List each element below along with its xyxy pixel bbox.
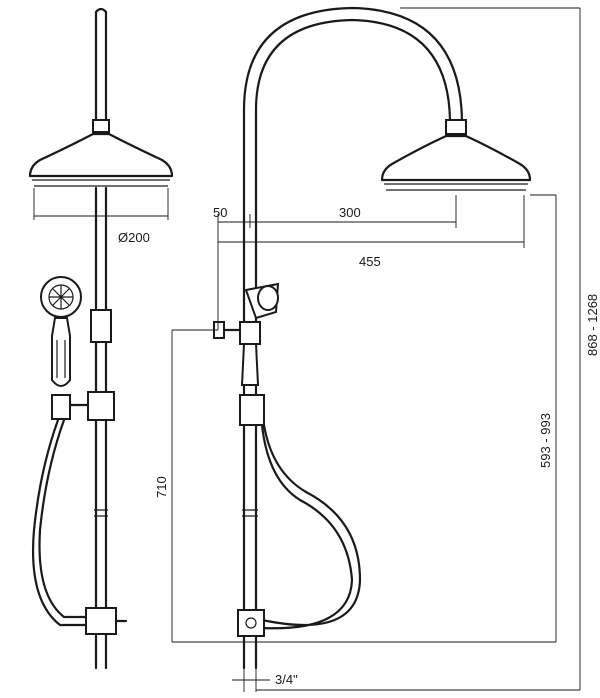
dim-inlet-line	[232, 668, 270, 692]
front-view: Ø200	[28, 7, 174, 670]
side-gooseneck-outer	[242, 6, 464, 327]
dim-455-line	[218, 195, 525, 248]
label-inlet: 3/4"	[275, 672, 298, 687]
side-bottom-connector-nut	[245, 617, 257, 629]
side-shower-head-rim	[384, 183, 528, 191]
side-slide-bracket	[239, 321, 261, 345]
front-hose	[31, 418, 90, 627]
front-handle-grooves	[56, 340, 66, 378]
dim-593-993-line	[530, 194, 557, 642]
front-inlet-pipe	[94, 632, 108, 670]
front-diameter-dim-lines	[33, 188, 169, 220]
label-50: 50	[213, 205, 227, 220]
front-collar	[92, 119, 110, 133]
side-mixer-block	[239, 394, 265, 426]
side-shower-head	[380, 134, 532, 182]
dimension-labels: 50 300 455 710 593 - 993 868 - 1268 3/4"	[154, 205, 600, 687]
front-shower-head-rim	[32, 179, 170, 187]
side-view	[213, 6, 532, 670]
side-head-collar	[445, 119, 467, 135]
dim-710-line	[171, 329, 556, 643]
front-joint-marks	[94, 509, 108, 517]
front-mixer-block	[87, 391, 115, 421]
side-hose	[260, 423, 362, 630]
side-bottom-connector	[237, 609, 265, 637]
front-riser-top	[94, 7, 108, 122]
dim-868-1268-line	[256, 7, 581, 691]
dimension-lines	[171, 7, 581, 692]
label-868-1268: 868 - 1268	[585, 294, 600, 356]
side-inlet-pipe	[242, 634, 258, 670]
side-joint-marks	[242, 509, 258, 517]
front-shower-head	[28, 132, 174, 178]
front-riser-lower	[94, 186, 108, 612]
front-slide-bracket	[90, 309, 112, 343]
side-hand-shower-head	[257, 285, 279, 311]
label-300: 300	[339, 205, 361, 220]
side-gooseneck-inner	[254, 18, 452, 327]
front-hand-shower-handle	[51, 317, 71, 387]
diameter-label: Ø200	[118, 230, 150, 245]
front-handle-holder	[51, 394, 71, 420]
front-bottom-connector	[85, 607, 117, 635]
front-hand-shower-spokes	[49, 285, 73, 309]
dim-50-300-line	[217, 195, 457, 330]
label-593-993: 593 - 993	[538, 413, 553, 468]
label-455: 455	[359, 254, 381, 269]
label-710: 710	[154, 476, 169, 498]
side-handle	[240, 343, 260, 386]
